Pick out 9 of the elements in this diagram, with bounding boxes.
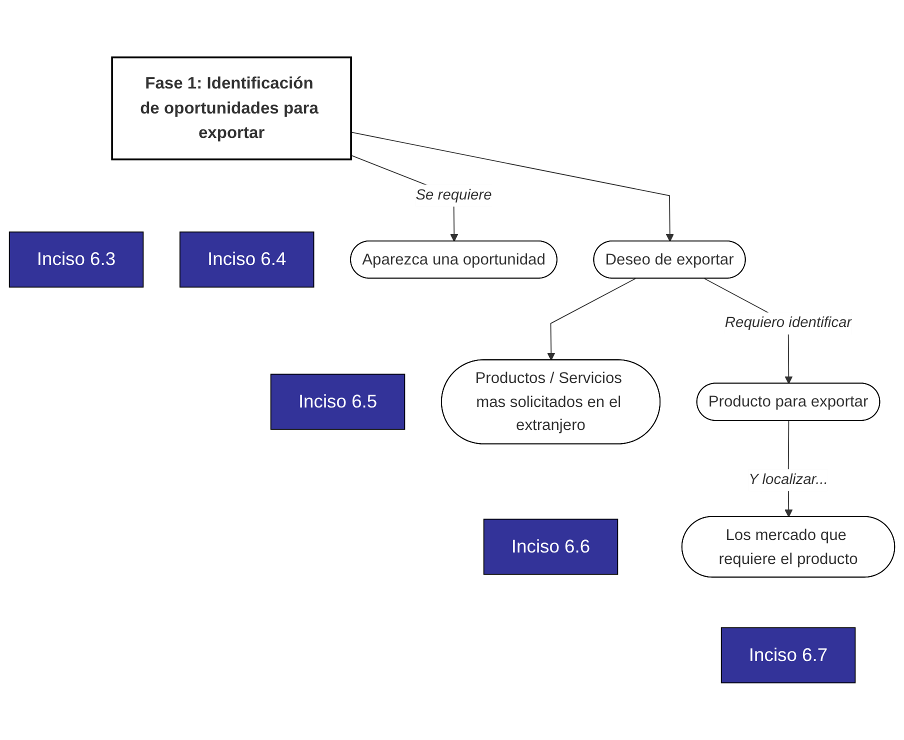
arrow (547, 278, 636, 360)
node-box (8, 231, 144, 288)
edge-label: Se requiere (416, 187, 492, 203)
node-box (720, 627, 856, 684)
node-box (179, 231, 314, 288)
node-box (483, 518, 618, 575)
node-box (270, 374, 406, 430)
edge-label: Y localizar... (748, 472, 828, 488)
node-box (111, 56, 352, 160)
